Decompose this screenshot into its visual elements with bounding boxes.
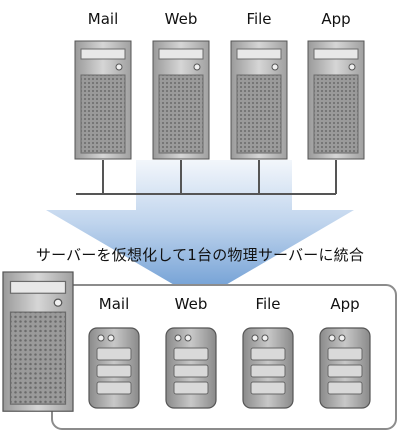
physical-server-label-mail: Mail [87,10,119,28]
virtual-server-label-file: File [255,295,281,313]
consolidation-arrow [46,160,354,300]
virtual-server-mail [88,327,140,409]
physical-server-file [230,40,288,160]
physical-server-mail [74,40,132,160]
consolidation-caption: サーバーを仮想化して1台の物理サーバーに統合 [35,246,365,264]
physical-server-web [152,40,210,160]
virtual-server-app [319,327,371,409]
physical-server-app [307,40,365,160]
virtual-server-label-web: Web [174,295,208,313]
virtual-server-web [165,327,217,409]
virtual-server-label-mail: Mail [98,295,130,313]
virtual-server-file [242,327,294,409]
physical-server-label-web: Web [164,10,198,28]
physical-host-server [2,271,74,412]
physical-server-label-file: File [246,10,272,28]
virtual-server-label-app: App [330,295,360,313]
network-bus [76,160,337,195]
physical-server-label-app: App [321,10,351,28]
